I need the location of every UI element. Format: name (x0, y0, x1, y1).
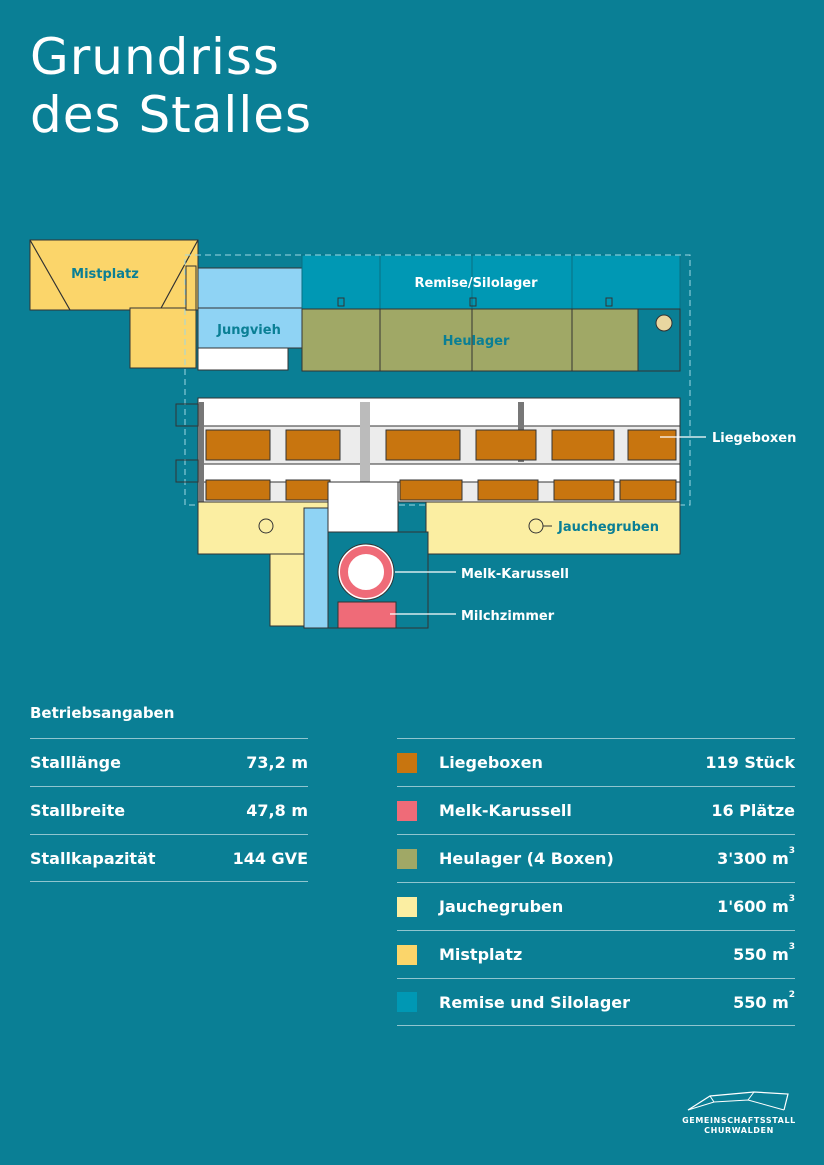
stat-value: 144 GVE (232, 848, 308, 868)
mistplatz-area (29, 239, 199, 369)
stat-row: Stallbreite 47,8 m (30, 786, 308, 834)
liegebox-block (477, 479, 539, 501)
legend-label: Jauchegruben (439, 897, 564, 916)
legend-unit-sup: 3 (788, 942, 795, 952)
legend-row: Mistplatz 550 m3 (397, 930, 795, 978)
jungvieh-area (197, 267, 303, 371)
label-mistplatz: Mistplatz (71, 267, 139, 282)
legend-row: Heulager (4 Boxen) 3'300 m3 (397, 834, 795, 882)
legend-row: Remise und Silolager 550 m2 (397, 978, 795, 1026)
legend-value: 550 m (733, 945, 789, 964)
liegebox-block (399, 479, 463, 501)
legend-unit-sup: 2 (788, 989, 795, 1000)
stat-label: Stallkapazität (30, 848, 156, 868)
legend-row: Melk-Karussell 16 Plätze (397, 786, 795, 834)
logo-line-2: CHURWALDEN (704, 1126, 774, 1135)
title-line-1: Grundriss (30, 28, 280, 86)
legend-label: Heulager (4 Boxen) (439, 849, 614, 868)
legend-value: 119 Stück (705, 753, 795, 772)
liegebox-block (385, 429, 461, 461)
liegebox-block (205, 479, 271, 501)
stat-row: Stalllänge 73,2 m (30, 738, 308, 786)
legend-value: 3'300 m (717, 849, 789, 868)
legend-label: Remise und Silolager (439, 992, 631, 1012)
stat-row: Stallkapazität 144 GVE (30, 834, 308, 882)
floor-plan: Mistplatz Jungvieh Remise/Silolager Heul… (29, 239, 796, 629)
section-heading: Betriebsangaben (30, 704, 175, 722)
liegebox-block (205, 429, 271, 461)
title-line-2: des Stalles (30, 86, 313, 144)
legend-swatch (397, 800, 417, 821)
logo: GEMEINSCHAFTSSTALL CHURWALDEN (680, 1090, 798, 1136)
legend-swatch (397, 992, 417, 1012)
label-remise: Remise/Silolager (414, 276, 538, 291)
logo-roof-icon (687, 1091, 789, 1111)
stat-value: 47,8 m (246, 801, 308, 820)
legend-swatch (397, 752, 417, 773)
legend-swatch (397, 944, 417, 965)
logo-line-1: GEMEINSCHAFTSSTALL (682, 1116, 796, 1125)
legend-unit-sup: 3 (788, 894, 795, 904)
remise-area (301, 254, 681, 310)
legend-swatch (397, 896, 417, 917)
label-jauchegruben: Jauchegruben (557, 520, 659, 535)
stats-table: Stalllänge 73,2 m Stallbreite 47,8 m Sta… (30, 738, 308, 882)
liegebox-block (619, 479, 677, 501)
legend-value: 16 Plätze (711, 801, 795, 820)
legend-label: Mistplatz (439, 945, 523, 964)
label-milchzimmer: Milchzimmer (461, 609, 555, 624)
liegebox-block (285, 479, 331, 501)
label-liegeboxen: Liegeboxen (712, 431, 796, 446)
legend-label: Liegeboxen (439, 753, 543, 772)
label-heulager: Heulager (443, 334, 510, 349)
legend-row: Jauchegruben 1'600 m3 (397, 882, 795, 930)
liegebox-block (475, 429, 537, 461)
legend-swatch (397, 848, 417, 869)
heulager-area (301, 308, 681, 372)
legend-unit-sup: 3 (788, 846, 795, 856)
legend-value: 1'600 m (717, 897, 789, 916)
stat-label: Stalllänge (30, 753, 121, 772)
page-title: Grundriss des Stalles (30, 28, 312, 144)
legend-table: Liegeboxen 119 Stück Melk-Karussell 16 P… (397, 738, 795, 1026)
stat-label: Stallbreite (30, 801, 126, 820)
stat-value: 73,2 m (246, 753, 308, 772)
legend-label: Melk-Karussell (439, 801, 572, 820)
liegebox-block (285, 429, 341, 461)
liegebox-block (627, 429, 677, 461)
legend-row: Liegeboxen 119 Stück (397, 738, 795, 786)
liegeboxen-stalls (205, 429, 677, 501)
label-melk-karussell: Melk-Karussell (461, 567, 569, 582)
label-jungvieh: Jungvieh (216, 323, 281, 338)
legend-value: 550 m (733, 992, 789, 1012)
liegebox-block (553, 479, 615, 501)
liegebox-block (551, 429, 615, 461)
melk-building (303, 481, 429, 629)
